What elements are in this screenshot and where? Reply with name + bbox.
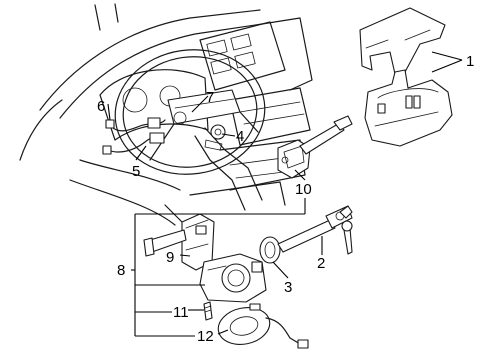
callout-6: 6 [97, 98, 105, 115]
part-screw [203, 301, 213, 321]
callout-9: 9 [166, 249, 174, 266]
callout-labels: 1 2 3 4 5 6 7 8 9 10 11 12 [97, 53, 474, 345]
part-clock-spring [217, 303, 309, 349]
callout-1: 1 [466, 53, 474, 70]
callout-10: 10 [295, 181, 312, 198]
part-switch-bracket [199, 253, 267, 303]
callout-5: 5 [132, 163, 140, 180]
part-ring [259, 236, 281, 264]
callout-11: 11 [173, 304, 189, 321]
callout-12: 12 [197, 328, 214, 345]
callout-7: 7 [206, 89, 214, 106]
callout-8: 8 [117, 262, 125, 279]
dashboard-illustration [19, 3, 313, 231]
callout-3: 3 [284, 279, 292, 296]
leader-lines [107, 51, 463, 337]
part-switch-assembly [143, 213, 215, 271]
part-combination-switch-upper [277, 115, 353, 179]
callout-4: 4 [236, 128, 244, 145]
part-ignition-cylinder [277, 205, 353, 255]
part-column-cover [359, 7, 453, 147]
callout-2: 2 [317, 255, 325, 272]
